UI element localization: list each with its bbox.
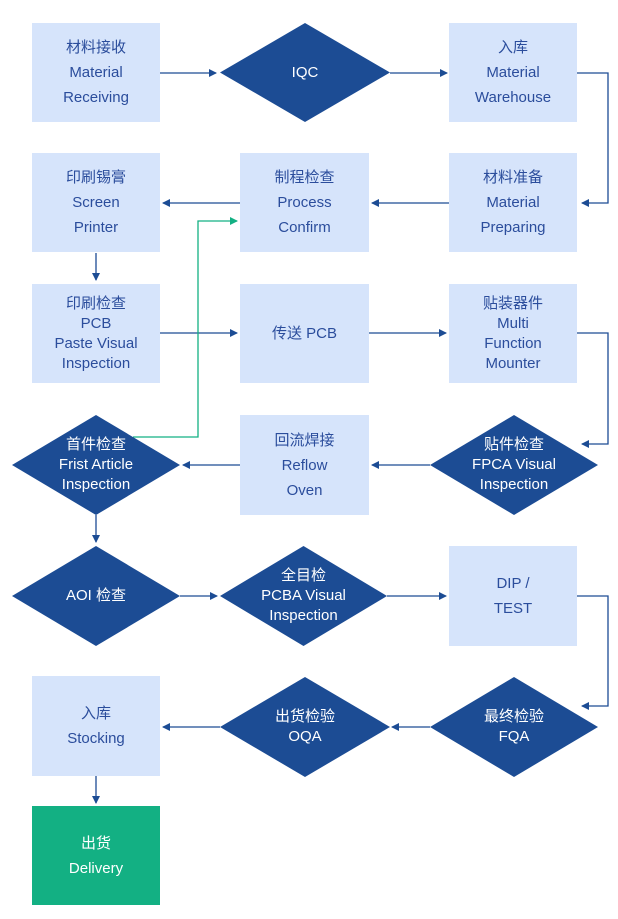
- fqa-diamond: 最终检验 FQA: [430, 677, 598, 777]
- process-confirm-box: 制程检查 Process Confirm: [240, 153, 369, 252]
- fpca-visual-inspection-diamond: 贴件检查 FPCA Visual Inspection: [430, 415, 598, 515]
- screen-printer-box: 印刷锡膏 Screen Printer: [32, 153, 160, 252]
- aoi-inspection-diamond: AOI 检查: [12, 546, 180, 646]
- iqc-diamond: IQC: [220, 23, 390, 122]
- transfer-pcb-box: 传送 PCB: [240, 284, 369, 383]
- arrow-mounter-to-fpca: [577, 332, 609, 448]
- oqa-diamond: 出货检验 OQA: [220, 677, 390, 777]
- stocking-box: 入库 Stocking: [32, 676, 160, 776]
- multi-function-mounter-box: 贴装器件 Multi Function Mounter: [449, 284, 577, 383]
- material-warehouse-box: 入库 Material Warehouse: [449, 23, 577, 122]
- material-receiving-box: 材料接收 Material Receiving: [32, 23, 160, 122]
- first-article-inspection-diamond: 首件检查 Frist Article Inspection: [12, 415, 180, 515]
- delivery-box: 出货 Delivery: [32, 806, 160, 905]
- reflow-oven-box: 回流焊接 Reflow Oven: [240, 415, 369, 515]
- material-preparing-box: 材料准备 Material Preparing: [449, 153, 577, 252]
- arrow-dip-to-fqa: [577, 595, 609, 710]
- dip-test-box: DIP / TEST: [449, 546, 577, 646]
- pcba-visual-inspection-diamond: 全目检 PCBA Visual Inspection: [220, 546, 387, 646]
- pcb-paste-visual-inspection-box: 印刷检查 PCB Paste Visual Inspection: [32, 284, 160, 383]
- arrow-warehouse-to-preparing: [577, 72, 609, 207]
- feedback-arrow-first-article-to-process-confirm: [133, 217, 238, 438]
